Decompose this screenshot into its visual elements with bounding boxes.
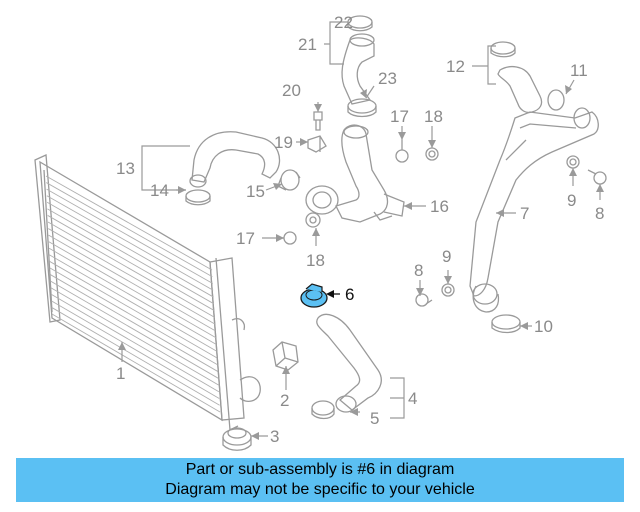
fastener-part-17a (395, 140, 409, 163)
cap-part-3 (222, 427, 252, 451)
intercooler-fin (50, 280, 219, 379)
intercooler-core (34, 154, 261, 432)
fastener-part-9a (566, 155, 580, 169)
intercooler-fin (51, 307, 220, 406)
callout-10: 10 (534, 317, 553, 336)
callout-19: 19 (274, 133, 293, 152)
intercooler-fin (47, 221, 215, 318)
callout-7: 7 (520, 204, 529, 223)
callout-8-lower: 8 (414, 261, 423, 280)
hose-part-21 (341, 15, 377, 118)
callout-12: 12 (446, 57, 465, 76)
intercooler-fin (49, 254, 217, 352)
callout-22: 22 (334, 13, 353, 32)
callout-18-upper: 18 (424, 107, 443, 126)
clamp-part-6-highlighted (300, 283, 328, 308)
banner-line-1: Part or sub-assembly is #6 in diagram (185, 461, 455, 478)
intercooler-fin (46, 201, 214, 298)
hose-part-12 (490, 41, 565, 114)
fastener-part-8a (587, 169, 607, 185)
intercooler-fin (46, 182, 213, 278)
callout-21: 21 (298, 35, 317, 54)
fastener-part-18a (425, 147, 439, 161)
callout-8-upper: 8 (595, 204, 604, 223)
intercooler-fin (46, 188, 213, 284)
fastener-part-19 (307, 135, 327, 153)
intercooler-fin (48, 247, 217, 345)
fastener-part-8b (415, 293, 433, 307)
intercooler-fin (50, 293, 220, 393)
callout-17-upper: 17 (390, 107, 409, 126)
callout-11: 11 (570, 61, 588, 80)
callout-3: 3 (270, 427, 279, 446)
callout-23: 23 (378, 69, 397, 88)
leader-lines (121, 21, 601, 437)
callout-5: 5 (370, 409, 379, 428)
callout-9-lower: 9 (442, 247, 451, 266)
parts-diagram: 1 2 3 4 5 6 7 8 8 9 9 10 11 12 13 14 15 … (34, 13, 607, 451)
intercooler-fin (46, 195, 214, 291)
arrowheads (118, 85, 604, 440)
intercooler-fin (51, 300, 220, 399)
callout-6: 6 (345, 285, 354, 304)
intercooler-fin (51, 313, 221, 413)
intercooler-fin (47, 215, 215, 311)
callout-18-lower: 18 (306, 251, 325, 270)
callout-1: 1 (116, 364, 125, 383)
intercooler-fin (48, 228, 216, 325)
fastener-part-20 (313, 111, 323, 131)
callout-14: 14 (150, 181, 169, 200)
banner-line-2: Diagram may not be specific to your vehi… (165, 481, 475, 498)
fastener-part-9b (441, 283, 455, 297)
intercooler-fin (48, 241, 217, 339)
pipe-part-7 (469, 107, 599, 334)
intercooler-fin (49, 261, 218, 359)
callout-15: 15 (246, 182, 265, 201)
callout-17-lower: 17 (236, 229, 255, 248)
callout-9-upper: 9 (567, 191, 576, 210)
bracket-part-2 (272, 341, 299, 371)
pipe-part-16 (305, 124, 405, 223)
callout-4: 4 (408, 389, 417, 408)
intercooler-fin (49, 267, 218, 366)
intercooler-fin (50, 274, 218, 372)
hose-part-4 (311, 313, 382, 420)
callout-16: 16 (430, 197, 449, 216)
fastener-part-18b (305, 212, 321, 228)
callout-13: 13 (116, 159, 135, 178)
intercooler-fin (45, 175, 213, 271)
intercooler-fin (48, 234, 216, 332)
info-banner: Part or sub-assembly is #6 in diagram Di… (16, 458, 624, 502)
intercooler-fin (50, 287, 219, 386)
callout-labels: 1 2 3 4 5 6 7 8 8 9 9 10 11 12 13 14 15 … (116, 13, 604, 446)
callout-20: 20 (282, 81, 301, 100)
intercooler-fin (47, 208, 215, 305)
callout-2: 2 (280, 391, 289, 410)
